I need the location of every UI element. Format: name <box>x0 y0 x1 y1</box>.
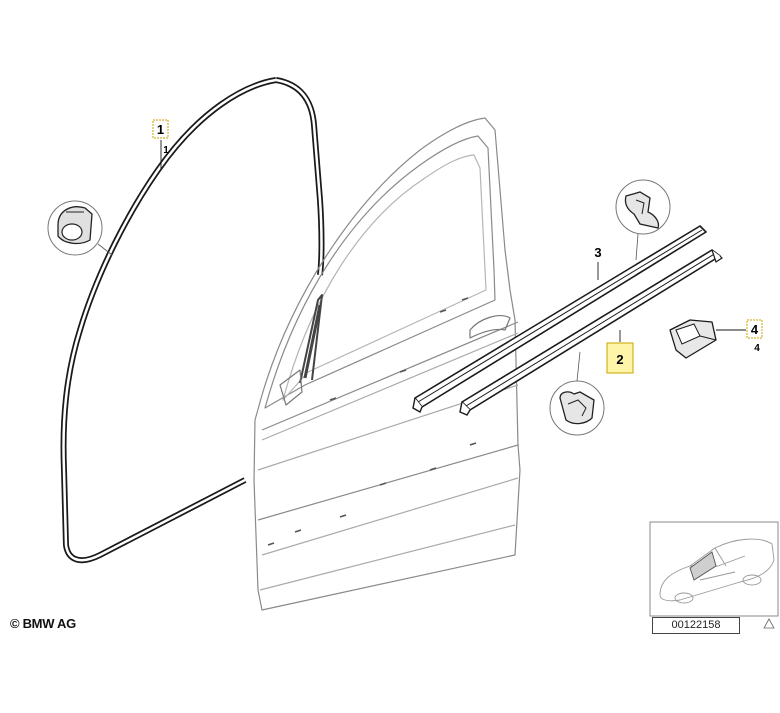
image-reference-number: 00122158 <box>652 617 740 634</box>
copyright-notice: © BMW AG <box>10 616 76 631</box>
callout-4: 4 4 <box>746 319 763 354</box>
door-fastener-marks <box>267 297 477 546</box>
window-channel-strip-outer <box>412 225 707 414</box>
callout-2: 2 <box>606 342 634 374</box>
svg-text:4: 4 <box>754 343 760 354</box>
trim-clip <box>669 319 717 359</box>
svg-text:1: 1 <box>157 122 164 137</box>
leader-lines <box>160 140 746 342</box>
seal-profile-detail <box>47 200 113 256</box>
svg-text:2: 2 <box>616 352 623 367</box>
strip-profile-detail-upper <box>615 179 671 261</box>
callout-1: 1 1 <box>152 119 169 156</box>
strip-profile-detail-lower <box>549 351 605 436</box>
door-shell <box>253 117 521 611</box>
svg-text:3: 3 <box>594 245 601 260</box>
svg-text:1: 1 <box>163 145 169 156</box>
window-channel-strip-inner <box>459 249 723 416</box>
svg-text:4: 4 <box>751 322 759 337</box>
callout-3: 3 <box>594 245 601 260</box>
door-seal-gasket <box>60 77 325 564</box>
vehicle-location-thumbnail <box>649 521 779 629</box>
